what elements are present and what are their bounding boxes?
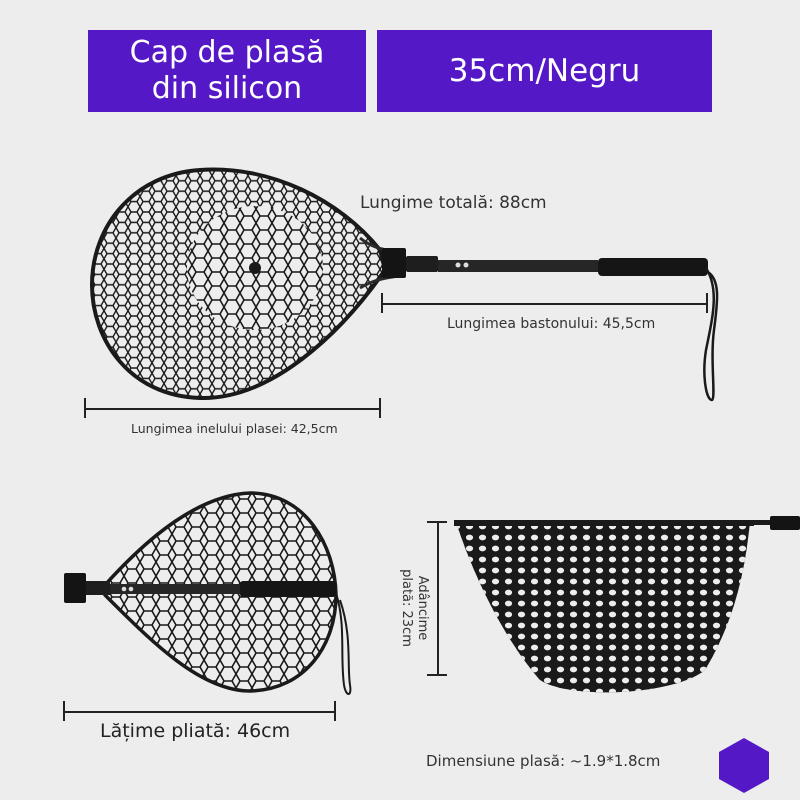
material-banner: Cap de plasă din silicon [88, 30, 366, 112]
total-length-label: Lungime totală: 88cm [360, 193, 547, 213]
net-side-view-image [454, 516, 800, 693]
handle-length-label: Lungimea bastonului: 45,5cm [447, 316, 656, 332]
handle-dimension-tick-left [381, 293, 383, 313]
depth-tick-top [427, 521, 447, 523]
folded-width-label: Lățime pliată: 46cm [100, 720, 291, 742]
folded-width-tick-left [63, 701, 65, 721]
size-color-banner: 35cm/Negru [377, 30, 712, 112]
handle-dimension-tick-right [706, 293, 708, 313]
depth-label-line-1: Adâncime [415, 575, 430, 641]
net-top-view-image [89, 167, 719, 402]
net-folded-image [64, 491, 352, 695]
handle-dimension-line [381, 303, 707, 305]
hexagon-icon [719, 738, 769, 793]
ring-dimension-line [84, 408, 380, 410]
folded-width-tick-right [334, 701, 336, 721]
material-line-2: din silicon [151, 71, 303, 106]
material-line-1: Cap de plasă [129, 35, 325, 70]
depth-label-line-2: plată: 23cm [399, 569, 414, 647]
depth-dimension-line [437, 521, 439, 675]
depth-label: Adâncime plată: 23cm [398, 568, 430, 648]
depth-tick-bottom [427, 674, 447, 676]
ring-dimension-tick-right [379, 398, 381, 418]
ring-length-label: Lungimea inelului plasei: 42,5cm [131, 421, 338, 436]
folded-width-dimension-line [63, 711, 335, 713]
ring-dimension-tick-left [84, 398, 86, 418]
mesh-size-label: Dimensiune plasă: ~1.9*1.8cm [426, 752, 661, 770]
size-color-text: 35cm/Negru [448, 53, 641, 89]
